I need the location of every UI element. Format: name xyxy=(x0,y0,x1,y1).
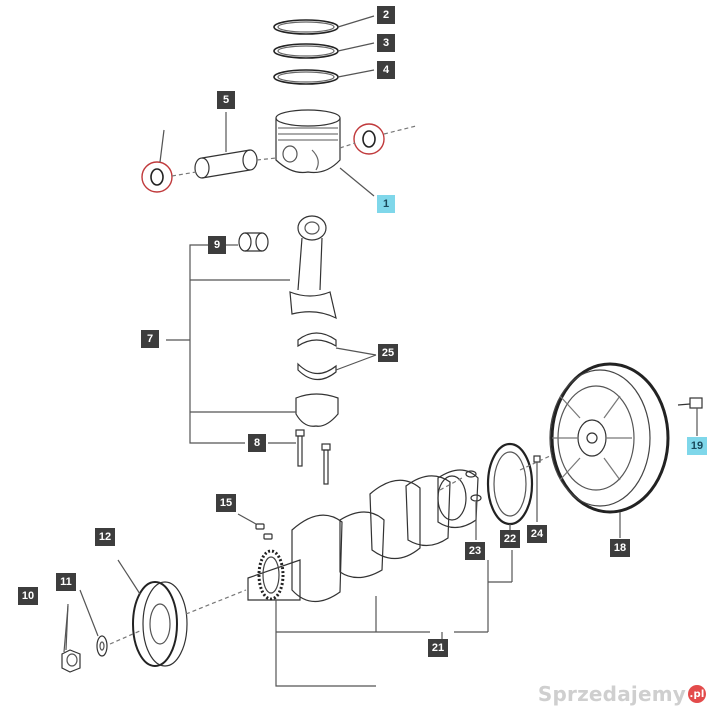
callout-2: 2 xyxy=(377,6,395,24)
piston-ring-2 xyxy=(273,19,339,35)
callout-24: 24 xyxy=(527,525,547,543)
callout-4: 4 xyxy=(377,61,395,79)
watermark: Sprzedajemy .pl xyxy=(538,682,706,706)
rod-bolt-right xyxy=(321,443,331,485)
bearing-shell-lower xyxy=(297,362,337,381)
callout-19: 19 xyxy=(687,437,707,455)
dowel-pins xyxy=(465,470,482,502)
circlip-left xyxy=(141,161,173,193)
piston-pin xyxy=(194,149,258,179)
crankshaft-gear xyxy=(257,549,285,601)
watermark-text: Sprzedajemy xyxy=(537,682,686,706)
callout-1: 1 xyxy=(377,195,395,213)
callout-25: 25 xyxy=(378,344,398,362)
callout-3: 3 xyxy=(377,34,395,52)
flywheel xyxy=(549,362,670,514)
crankshaft xyxy=(247,469,479,603)
callout-11: 11 xyxy=(56,573,76,591)
callout-15: 15 xyxy=(216,494,236,512)
callout-12: 12 xyxy=(95,528,115,546)
piston-ring-4 xyxy=(273,69,339,85)
watermark-suffix: .pl xyxy=(688,685,706,703)
callout-21: 21 xyxy=(428,639,448,657)
callout-5: 5 xyxy=(217,91,235,109)
woodruff-keys xyxy=(255,523,273,540)
rear-seal-plate xyxy=(486,442,534,526)
callout-23: 23 xyxy=(465,542,485,560)
callout-7: 7 xyxy=(141,330,159,348)
washer xyxy=(96,635,108,657)
bearing-shell-upper xyxy=(297,332,337,348)
connecting-rod xyxy=(289,215,337,320)
dowel-24 xyxy=(533,455,541,522)
nut xyxy=(61,649,81,673)
callout-9: 9 xyxy=(208,236,226,254)
rod-bolt-left xyxy=(295,429,305,467)
flywheel-bolt xyxy=(677,397,703,409)
piston-ring-3 xyxy=(273,43,339,59)
callout-10: 10 xyxy=(18,587,38,605)
circlip-right xyxy=(353,123,385,155)
crankshaft-pulley xyxy=(132,581,188,667)
connecting-rod-cap xyxy=(295,393,339,427)
callout-22: 22 xyxy=(500,530,520,548)
small-end-bushing xyxy=(238,232,269,252)
callout-18: 18 xyxy=(610,539,630,557)
callout-8: 8 xyxy=(248,434,266,452)
piston xyxy=(275,109,341,174)
